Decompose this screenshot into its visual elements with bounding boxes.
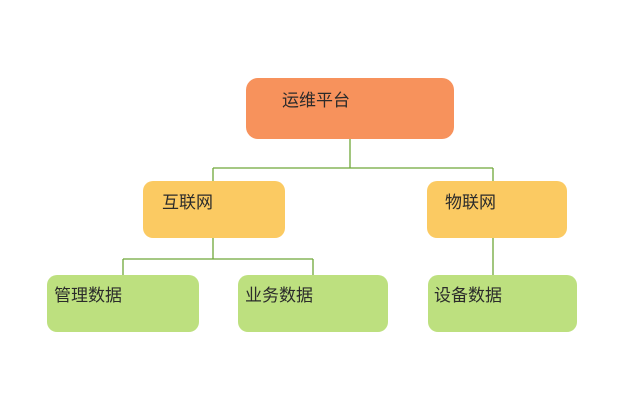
node-ops-platform[interactable]: 运维平台 [246, 78, 454, 139]
node-ops-platform-label: 运维平台 [282, 91, 350, 111]
node-device-data[interactable]: 设备数据 [428, 275, 577, 332]
node-device-data-label: 设备数据 [434, 286, 502, 306]
node-iot[interactable]: 物联网 [427, 181, 567, 238]
node-management-data-label: 管理数据 [54, 286, 122, 306]
node-management-data[interactable]: 管理数据 [47, 275, 199, 332]
node-internet-label: 互联网 [162, 193, 213, 213]
node-business-data[interactable]: 业务数据 [238, 275, 388, 332]
node-business-data-label: 业务数据 [245, 286, 313, 306]
node-internet[interactable]: 互联网 [143, 181, 285, 238]
node-iot-label: 物联网 [445, 193, 496, 213]
